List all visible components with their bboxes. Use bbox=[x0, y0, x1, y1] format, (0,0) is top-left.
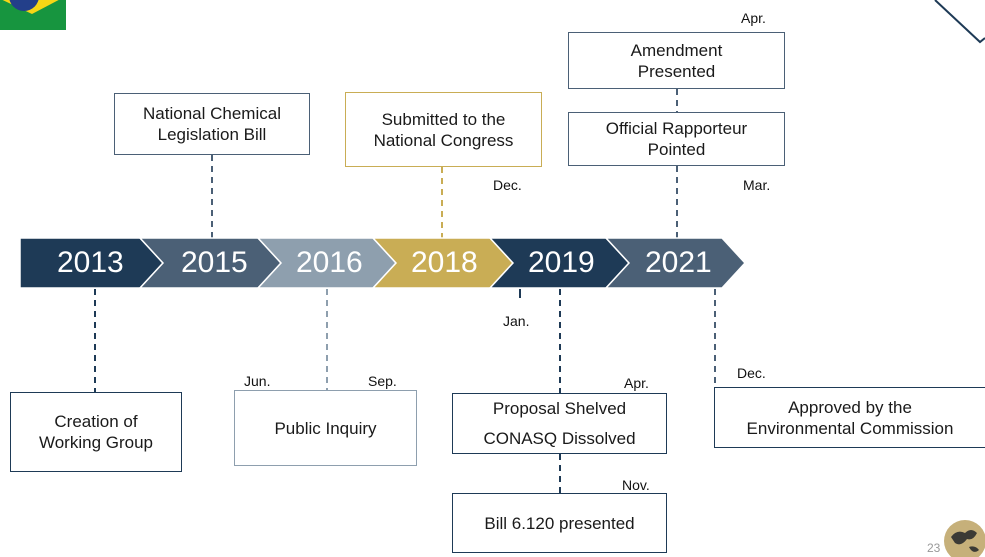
shelved-month: Apr. bbox=[624, 375, 649, 391]
submitted-box: Submitted to the National Congress bbox=[345, 92, 542, 167]
bill6120-box: Bill 6.120 presented bbox=[452, 493, 667, 553]
shelved-line1: Proposal Shelved bbox=[492, 399, 627, 419]
year-2021: 2021 bbox=[645, 246, 712, 279]
amendment-line1: Amendment bbox=[630, 40, 723, 60]
inquiry-box: Public Inquiry bbox=[234, 390, 417, 466]
rapporteur-box: Official Rapporteur Pointed bbox=[568, 112, 785, 166]
submitted-month: Dec. bbox=[493, 177, 522, 193]
chevron-2021 bbox=[604, 237, 747, 289]
corner-decoration bbox=[934, 0, 985, 44]
globe-icon bbox=[944, 520, 985, 557]
approved-month: Dec. bbox=[737, 365, 766, 381]
approved-line1: Approved by the bbox=[788, 397, 912, 417]
bill6120-label: Bill 6.120 presented bbox=[484, 513, 635, 533]
brazil-flag-icon bbox=[0, 0, 66, 30]
bill-box: National Chemical Legislation Bill bbox=[114, 93, 310, 155]
approved-box: Approved by the Environmental Commission bbox=[714, 387, 985, 448]
bill-line2: Legislation Bill bbox=[157, 125, 267, 144]
amendment-line2: Presented bbox=[637, 61, 716, 81]
inquiry-label: Public Inquiry bbox=[274, 418, 377, 438]
amendment-month: Apr. bbox=[741, 10, 766, 26]
year-2019: 2019 bbox=[528, 246, 595, 279]
submitted-line1: Submitted to the bbox=[381, 109, 506, 129]
creation-line2: Working Group bbox=[38, 433, 153, 452]
approved-line2: Environmental Commission bbox=[746, 418, 954, 438]
creation-box: Creation of Working Group bbox=[10, 392, 182, 472]
year-2018: 2018 bbox=[411, 246, 478, 279]
rapporteur-line1: Official Rapporteur bbox=[605, 119, 748, 138]
submitted-line2: National Congress bbox=[373, 130, 514, 150]
shelved-line2: CONASQ Dissolved bbox=[483, 428, 636, 448]
year-2013: 2013 bbox=[57, 246, 124, 279]
inquiry-end-month: Sep. bbox=[368, 373, 397, 389]
rapporteur-month: Mar. bbox=[743, 177, 771, 193]
amendment-box: Amendment Presented bbox=[568, 32, 785, 89]
inquiry-start-month: Jun. bbox=[244, 373, 271, 389]
jan-label: Jan. bbox=[503, 313, 530, 329]
shelved-box: Proposal Shelved CONASQ Dissolved bbox=[452, 393, 667, 454]
creation-line1: Creation of bbox=[54, 412, 138, 431]
year-2016: 2016 bbox=[296, 246, 363, 279]
page-number: 23 bbox=[927, 541, 941, 555]
bill6120-month: Nov. bbox=[622, 477, 650, 493]
rapporteur-line2: Pointed bbox=[647, 140, 706, 159]
bill-line1: National Chemical bbox=[143, 104, 281, 123]
year-2015: 2015 bbox=[181, 246, 248, 279]
